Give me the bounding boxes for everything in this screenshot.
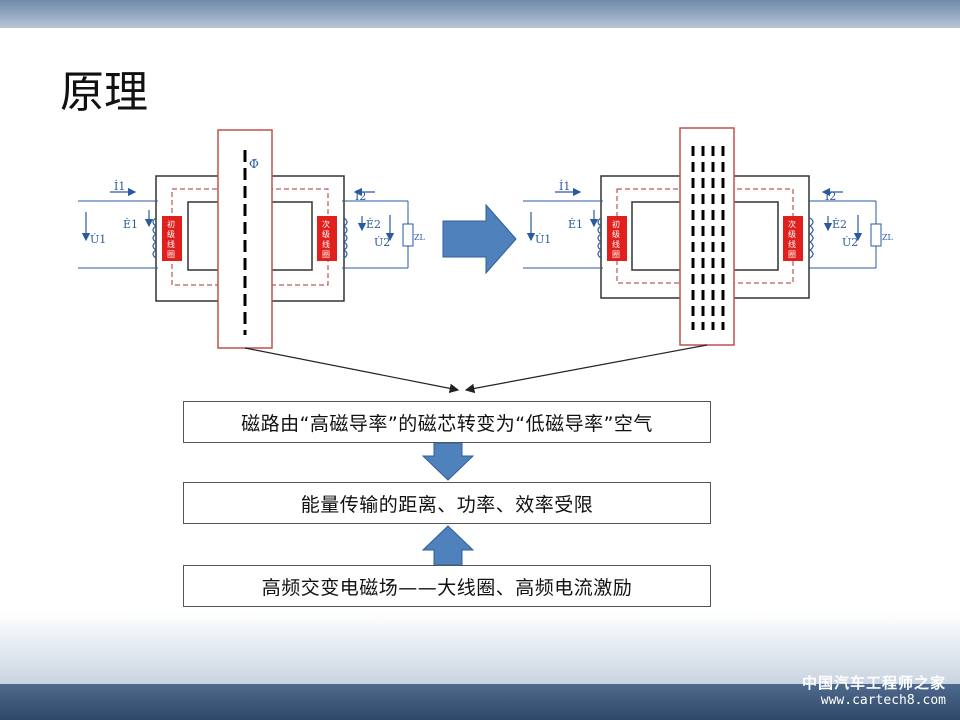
left-current1-label: İ1 [114,179,125,193]
right-primary-coil-char-2: 级 [612,229,620,239]
right-secondary-coil [783,216,803,261]
right-converge-arrow [464,344,708,394]
left-gap-highlight [217,129,273,349]
left-transformer [78,129,414,349]
left-voltage2-label: U̇2 [374,236,390,249]
slide-title: 原理 [60,67,148,118]
left-current2-label: İ2 [355,189,366,203]
left-emf2-label: Ė2 [366,217,381,231]
right-primary-coil-char-3: 线 [612,239,620,249]
transform-arrow-icon [442,203,517,275]
right-secondary-coil-char-4: 圈 [788,250,796,259]
left-primary-coil-char-3: 线 [167,239,175,249]
watermark-url: www.cartech8.com [820,693,946,708]
left-primary-coil-char-4: 圈 [167,250,175,259]
flow-step-3: 高频交变电磁场——大线圈、高频电流激励 [183,565,711,607]
left-secondary-coil-char-4: 圈 [322,250,330,259]
watermark-name: 中国汽车工程师之家 [801,674,946,692]
right-air-gap-dashes [691,146,725,330]
right-secondary-coil-char-1: 次 [788,219,796,229]
left-voltage1-label: U̇1 [90,233,106,246]
right-emf2-label: Ė2 [832,217,847,231]
down-arrow-icon [421,442,475,481]
right-current1-label: İ1 [559,179,570,193]
right-secondary-coil-char-2: 级 [788,229,796,239]
right-current2-label: İ2 [825,189,836,203]
right-primary-coil-char-4: 圈 [612,250,620,259]
top-band [0,0,960,28]
left-emf1-label: Ė1 [123,217,138,231]
bottom-dark-band [0,684,960,720]
left-primary-coil-char-2: 级 [167,229,175,239]
left-secondary-coil-char-1: 次 [322,219,330,229]
right-primary-coil-char-1: 初 [612,219,620,229]
left-primary-coil [162,216,182,261]
right-emf1-label: Ė1 [568,217,583,231]
right-load-label: ZL [882,233,894,242]
right-voltage1-label: U̇1 [535,233,551,246]
left-load-label: ZL [414,233,426,242]
left-converge-arrow [244,347,460,394]
left-secondary-coil-char-2: 级 [322,229,330,239]
up-arrow-icon [421,525,475,566]
watermark: 中国汽车工程师之家 www.cartech8.com [802,672,946,708]
right-primary-coil [607,216,627,261]
left-load-resistor [402,223,414,247]
bottom-decoration [0,612,960,720]
right-secondary-coil-char-3: 线 [788,239,796,249]
right-gap-highlight [679,127,735,346]
right-load-resistor [870,223,882,247]
left-flux-label: Φ̇ [249,157,259,171]
right-voltage2-label: U̇2 [842,236,858,249]
left-secondary-coil-char-3: 线 [322,239,330,249]
left-primary-coil-char-1: 初 [167,219,175,229]
flow-step-1: 磁路由“高磁导率”的磁芯转变为“低磁导率”空气 [183,401,711,443]
left-secondary-coil [317,216,337,261]
flow-step-2: 能量传输的距离、功率、效率受限 [183,482,711,524]
right-transformer [523,127,882,346]
